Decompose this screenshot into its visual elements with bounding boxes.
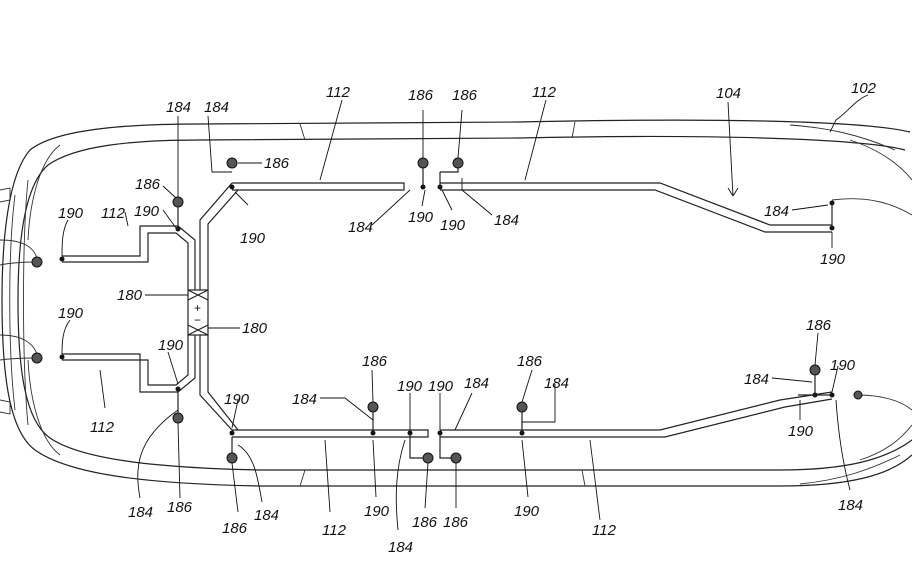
label-186: 186	[362, 353, 388, 370]
leader-lines	[61, 94, 869, 531]
label-184: 184	[838, 497, 863, 514]
label-190: 190	[58, 205, 84, 222]
connector-186	[417, 157, 429, 169]
junction-190	[229, 430, 235, 436]
connector-186	[172, 196, 184, 208]
label-112: 112	[592, 522, 617, 539]
connector-186	[450, 452, 462, 464]
vehicle-body-outline	[0, 119, 912, 487]
label-186: 186	[264, 155, 290, 172]
label-190: 190	[158, 337, 184, 354]
plus-symbol: +	[194, 301, 201, 315]
minus-symbol: −	[194, 313, 201, 327]
label-190: 190	[788, 423, 814, 440]
junction-190	[59, 256, 65, 262]
label-112: 112	[326, 84, 351, 101]
label-190: 190	[224, 391, 250, 408]
label-190: 190	[440, 217, 466, 234]
label-184: 184	[764, 203, 789, 220]
label-184: 184	[494, 212, 519, 229]
label-184: 184	[292, 391, 317, 408]
connector-186	[516, 401, 528, 413]
connector-186	[452, 157, 464, 169]
connector-stubs	[177, 168, 833, 459]
label-184: 184	[128, 504, 153, 521]
label-112: 112	[90, 419, 115, 436]
label-186: 186	[135, 176, 161, 193]
label-190: 190	[134, 203, 160, 220]
label-190: 190	[830, 357, 856, 374]
center-module: + −	[187, 289, 209, 336]
connector-186	[172, 412, 184, 424]
label-184: 184	[464, 375, 489, 392]
label-112: 112	[322, 522, 347, 539]
connector-186	[367, 401, 379, 413]
label-186: 186	[408, 87, 434, 104]
reference-labels: 102 104 112 112 112 112 112 112 180 180 …	[58, 80, 877, 556]
label-184: 184	[204, 99, 229, 116]
label-186: 186	[443, 514, 469, 531]
label-190: 190	[397, 378, 423, 395]
connector-186	[226, 452, 238, 464]
label-112: 112	[532, 84, 557, 101]
label-184: 184	[388, 539, 413, 556]
label-102: 102	[851, 80, 877, 97]
label-186: 186	[806, 317, 832, 334]
label-180: 180	[242, 320, 268, 337]
label-190: 190	[408, 209, 434, 226]
connector-186	[31, 256, 43, 268]
label-104: 104	[716, 85, 741, 102]
label-184: 184	[348, 219, 373, 236]
connector-186	[31, 352, 43, 364]
label-112: 112	[101, 205, 126, 222]
label-186: 186	[452, 87, 478, 104]
label-190: 190	[820, 251, 846, 268]
label-190: 190	[514, 503, 540, 520]
junction-190	[59, 354, 65, 360]
label-190: 190	[364, 503, 390, 520]
label-180: 180	[117, 287, 143, 304]
label-190: 190	[58, 305, 84, 322]
label-184: 184	[166, 99, 191, 116]
wire-rails	[0, 182, 912, 438]
label-184: 184	[544, 375, 569, 392]
connector-186	[809, 364, 821, 376]
connector-186	[422, 452, 434, 464]
label-186: 186	[412, 514, 438, 531]
label-186: 186	[517, 353, 543, 370]
junction-190	[229, 184, 235, 190]
label-186: 186	[222, 520, 248, 537]
connector-186	[853, 390, 863, 400]
label-186: 186	[167, 499, 193, 516]
label-184: 184	[744, 371, 769, 388]
label-190: 190	[428, 378, 454, 395]
connector-186	[226, 157, 238, 169]
label-190: 190	[240, 230, 266, 247]
label-184: 184	[254, 507, 279, 524]
